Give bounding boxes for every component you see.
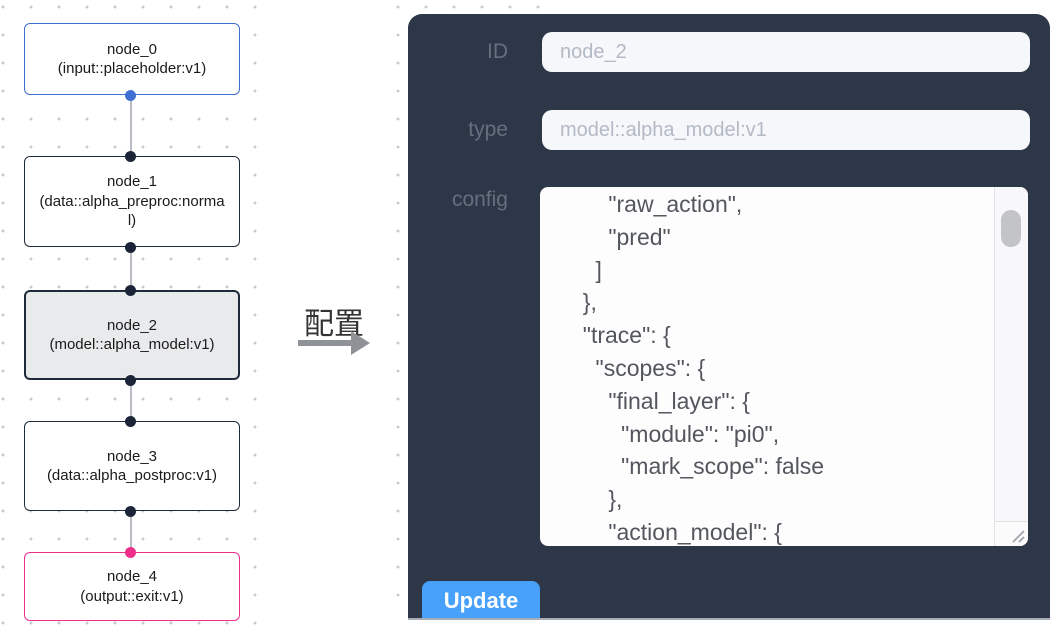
edge-node3-node4 (130, 511, 132, 552)
flow-node-node_4[interactable]: node_4 (output::exit:v1) (24, 552, 240, 621)
node-type: (output::exit:v1) (80, 587, 184, 605)
edge-node2-node3 (130, 380, 132, 421)
node-name: node_2 (106, 316, 158, 334)
scrollbar-thumb[interactable] (1001, 210, 1021, 247)
target-handle-node_1[interactable] (125, 151, 136, 162)
flow-node-node_3[interactable]: node_3 (data::alpha_postproc:v1) (24, 421, 240, 511)
target-handle-node_4[interactable] (125, 547, 136, 558)
id-input-value: node_2 (560, 41, 627, 63)
right-arrow-icon (298, 340, 351, 346)
source-handle-node_2[interactable] (125, 375, 136, 386)
node-name: node_4 (106, 568, 158, 585)
right-arrow-head-icon (351, 331, 370, 355)
source-handle-node_3[interactable] (125, 506, 136, 517)
node-config-panel: ID node_2 type model::alpha_model:v1 con… (408, 14, 1050, 620)
scrollbar-corner (994, 521, 1028, 546)
scrollbar-track[interactable] (994, 187, 1028, 521)
flow-node-node_2-selected[interactable]: node_2 (model::alpha_model:v1) (24, 290, 240, 380)
id-input[interactable]: node_2 (542, 32, 1030, 72)
resize-handle-icon[interactable] (1010, 528, 1026, 544)
edge-node0-node1 (130, 95, 132, 156)
config-textarea[interactable]: "raw_action", "pred" ] }, "trace": { "sc… (540, 187, 1028, 546)
config-field-label: config (451, 188, 508, 211)
node-type: (data::alpha_preproc:normal) (39, 192, 225, 230)
node-name: node_1 (106, 173, 158, 191)
flow-node-node_1[interactable]: node_1 (data::alpha_preproc:normal) (24, 156, 240, 247)
config-json-text: "raw_action", "pred" ] }, "trace": { "sc… (582, 191, 825, 545)
source-handle-node_1[interactable] (125, 242, 136, 253)
node-type: (model::alpha_model:v1) (49, 336, 215, 353)
target-handle-node_3[interactable] (125, 416, 136, 427)
flow-node-node_0[interactable]: node_0 (input::placeholder:v1) (24, 23, 240, 95)
node-name: node_0 (106, 40, 158, 58)
edge-node1-node2 (130, 247, 132, 290)
target-handle-node_2[interactable] (125, 285, 136, 296)
source-handle-node_0[interactable] (125, 90, 136, 101)
update-button[interactable]: Update (422, 581, 540, 618)
node-type: (data::alpha_postproc:v1) (46, 467, 218, 484)
type-input-value: model::alpha_model:v1 (560, 119, 767, 141)
id-field-label: ID (487, 40, 508, 63)
type-field-label: type (468, 118, 508, 141)
node-name: node_3 (106, 447, 158, 465)
node-type: (input::placeholder:v1) (57, 60, 207, 77)
type-input[interactable]: model::alpha_model:v1 (542, 110, 1030, 150)
